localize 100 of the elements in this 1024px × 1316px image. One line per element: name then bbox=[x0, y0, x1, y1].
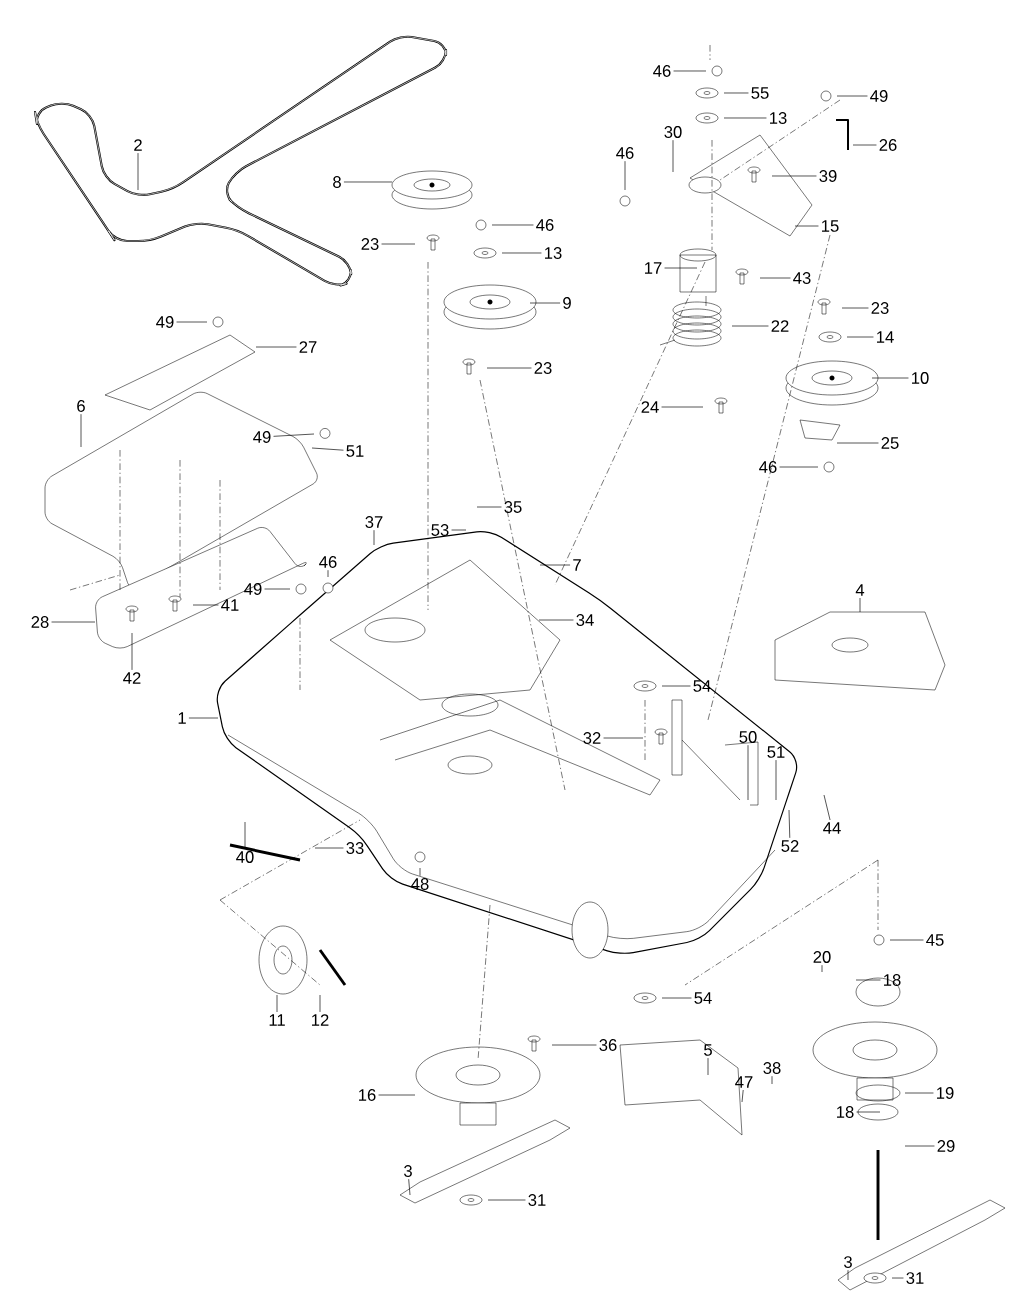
callout-number: 53 bbox=[431, 524, 449, 536]
callout-number: 30 bbox=[664, 126, 682, 138]
leader-line bbox=[836, 442, 879, 444]
leader-line bbox=[176, 321, 208, 323]
callout-number: 47 bbox=[735, 1076, 753, 1088]
leader-line bbox=[276, 994, 278, 1013]
callout-number: 27 bbox=[299, 341, 317, 353]
callout-number: 42 bbox=[123, 672, 141, 684]
callout-number: 14 bbox=[877, 331, 894, 343]
callout-number: 16 bbox=[359, 1089, 376, 1101]
leader-line bbox=[624, 160, 626, 191]
callout-number: 13 bbox=[770, 112, 787, 124]
callout-number: 44 bbox=[823, 822, 841, 834]
leader-line bbox=[836, 95, 868, 97]
callout-number: 3 bbox=[844, 1256, 852, 1268]
leader-line bbox=[775, 759, 777, 801]
leader-line bbox=[891, 1277, 904, 1279]
leader-line bbox=[273, 433, 315, 437]
callout-number: 39 bbox=[819, 170, 837, 182]
leader-line bbox=[747, 744, 749, 801]
leader-line bbox=[538, 619, 574, 621]
callout-number: 54 bbox=[694, 992, 712, 1004]
callout-number: 3 bbox=[404, 1165, 412, 1177]
callout-number: 41 bbox=[221, 599, 239, 611]
callout-number: 7 bbox=[573, 559, 581, 571]
leader-line bbox=[661, 685, 691, 687]
callout-number: 46 bbox=[653, 65, 671, 77]
leader-line bbox=[131, 632, 133, 671]
leader-line bbox=[664, 267, 698, 269]
leader-line bbox=[551, 1044, 597, 1046]
callout-number: 9 bbox=[563, 297, 571, 309]
leader-line bbox=[408, 1178, 411, 1196]
callout-number: 34 bbox=[576, 614, 594, 626]
leader-line bbox=[771, 175, 817, 177]
leader-line bbox=[244, 821, 246, 850]
callout-number: 13 bbox=[545, 247, 562, 259]
leader-line bbox=[486, 367, 532, 369]
callout-number: 31 bbox=[906, 1272, 924, 1284]
callout-number: 49 bbox=[253, 431, 271, 443]
leader-line bbox=[539, 564, 571, 566]
leader-line bbox=[779, 466, 819, 468]
callout-number: 23 bbox=[534, 362, 552, 374]
callout-number: 1 bbox=[178, 712, 186, 724]
callout-number: 10 bbox=[912, 372, 929, 384]
callout-number: 46 bbox=[616, 147, 634, 159]
callout-number: 36 bbox=[599, 1039, 617, 1051]
leader-line bbox=[343, 181, 393, 183]
callout-number: 32 bbox=[583, 732, 601, 744]
leader-line bbox=[661, 997, 692, 999]
leader-line bbox=[51, 621, 96, 623]
leader-line bbox=[501, 252, 542, 254]
leader-line bbox=[188, 717, 219, 719]
callout-number: 20 bbox=[813, 951, 831, 963]
callout-number: 18 bbox=[837, 1106, 854, 1118]
leader-line bbox=[904, 1092, 934, 1094]
leader-line bbox=[847, 1269, 849, 1281]
leader-line bbox=[723, 117, 767, 119]
callout-number: 18 bbox=[884, 974, 901, 986]
leader-line bbox=[311, 447, 344, 451]
leader-line bbox=[821, 964, 823, 973]
callout-number: 35 bbox=[504, 501, 522, 513]
leader-line bbox=[673, 70, 707, 72]
leader-line bbox=[846, 336, 874, 338]
leader-line bbox=[419, 867, 421, 877]
callout-number: 11 bbox=[269, 1014, 285, 1026]
callout-number: 51 bbox=[767, 746, 785, 758]
callout-number: 2 bbox=[134, 139, 142, 151]
callout-number: 52 bbox=[781, 840, 799, 852]
callout-number: 46 bbox=[536, 219, 554, 231]
callout-number: 46 bbox=[319, 556, 337, 568]
leader-line bbox=[672, 139, 674, 173]
callout-number: 25 bbox=[881, 437, 899, 449]
leader-line bbox=[788, 809, 791, 839]
leader-line bbox=[723, 92, 749, 94]
leader-line bbox=[889, 939, 924, 941]
leader-line bbox=[661, 406, 704, 408]
leader-line bbox=[823, 794, 831, 821]
leader-line bbox=[319, 994, 321, 1013]
leader-line bbox=[491, 224, 534, 226]
callout-number: 48 bbox=[411, 878, 429, 890]
leader-line bbox=[841, 307, 869, 309]
leader-line bbox=[476, 506, 502, 508]
leader-line bbox=[741, 1089, 744, 1103]
callout-number: 31 bbox=[528, 1194, 546, 1206]
leader-line bbox=[852, 144, 877, 146]
leader-line bbox=[314, 847, 344, 849]
leader-line bbox=[794, 225, 819, 227]
leader-line bbox=[529, 302, 561, 304]
leader-line bbox=[856, 1111, 881, 1113]
leader-line bbox=[855, 979, 881, 981]
callout-number: 38 bbox=[763, 1062, 781, 1074]
leader-line bbox=[192, 604, 219, 606]
leader-line bbox=[487, 1199, 526, 1201]
callout-number: 8 bbox=[333, 176, 341, 188]
leader-line bbox=[731, 325, 769, 327]
callout-number: 4 bbox=[855, 584, 865, 596]
callout-number: 55 bbox=[751, 87, 769, 99]
callout-number: 28 bbox=[31, 616, 49, 628]
callout-number: 29 bbox=[937, 1140, 955, 1152]
leader-line bbox=[859, 597, 861, 613]
